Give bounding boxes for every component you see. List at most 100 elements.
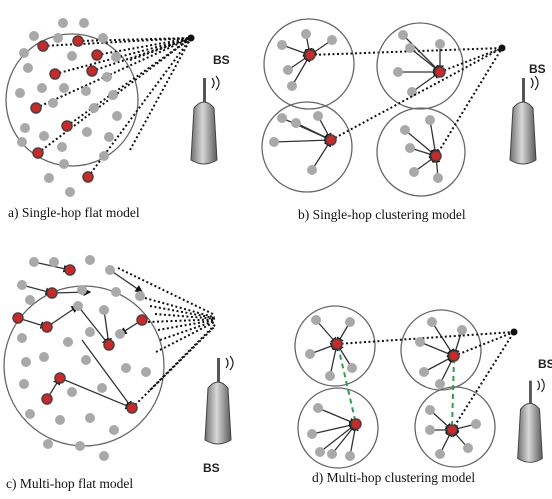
sensor-node bbox=[85, 327, 95, 337]
sensor-node bbox=[58, 18, 68, 28]
caption-b: b) Single-hop clustering model bbox=[298, 207, 466, 222]
intra-cluster-link bbox=[81, 339, 133, 410]
sensor-node bbox=[400, 125, 410, 135]
sensor-node bbox=[21, 357, 31, 367]
data-link-to-bs bbox=[66, 37, 192, 127]
sensor-node bbox=[291, 118, 301, 128]
sensor-node bbox=[435, 39, 445, 49]
sensor-node bbox=[20, 123, 30, 133]
cluster-head-node bbox=[30, 102, 42, 114]
antenna-icon bbox=[537, 378, 545, 393]
sensor-node bbox=[67, 51, 77, 61]
sensor-node bbox=[435, 379, 445, 389]
panel-single-hop-flat bbox=[5, 18, 220, 197]
cluster-head-node bbox=[136, 314, 148, 326]
sensor-node bbox=[425, 405, 435, 415]
base-station-icon bbox=[517, 378, 545, 463]
cluster-head-node bbox=[103, 339, 115, 351]
inter-cluster-hop bbox=[337, 345, 357, 425]
sensor-node bbox=[111, 287, 121, 297]
cluster-head-node bbox=[37, 40, 49, 52]
field-boundary bbox=[5, 33, 139, 167]
sensor-node bbox=[405, 43, 415, 53]
sensor-node bbox=[405, 143, 415, 153]
sensor-node bbox=[287, 81, 297, 91]
cluster-boundary bbox=[263, 18, 355, 110]
sensor-node bbox=[141, 367, 151, 377]
caption-d: d) Multi-hop clustering model bbox=[312, 470, 476, 485]
sensor-node bbox=[471, 419, 481, 429]
cluster-boundary bbox=[294, 305, 376, 387]
data-link-to-bs bbox=[154, 313, 216, 320]
sensor-node bbox=[85, 413, 95, 423]
tower-body bbox=[204, 381, 232, 445]
sensor-node bbox=[277, 40, 287, 50]
sensor-node bbox=[269, 137, 279, 147]
sensor-node bbox=[39, 352, 49, 362]
sensor-node bbox=[435, 449, 445, 459]
sensor-node bbox=[327, 449, 337, 459]
tower-body bbox=[517, 402, 543, 463]
bs-label-b: BS bbox=[529, 62, 546, 76]
sensor-node bbox=[457, 325, 467, 335]
data-link-to-bs bbox=[159, 319, 216, 341]
cluster-head-node bbox=[434, 66, 446, 78]
base-station-icon bbox=[190, 75, 220, 165]
tower-body bbox=[509, 101, 537, 165]
sensor-node bbox=[82, 127, 92, 137]
data-link-to-bs bbox=[435, 47, 503, 157]
sensor-node bbox=[17, 137, 27, 147]
sensor-node bbox=[102, 72, 112, 82]
sensor-node bbox=[97, 383, 107, 393]
sensor-node bbox=[77, 285, 87, 295]
sensor-node bbox=[345, 317, 355, 327]
intra-cluster-link bbox=[409, 47, 442, 73]
cluster-head-node bbox=[325, 134, 337, 146]
cluster-head-node bbox=[41, 393, 53, 405]
panel-multi-hop-clustering bbox=[294, 305, 545, 469]
sensor-node bbox=[105, 265, 115, 275]
sensor-node bbox=[63, 337, 73, 347]
cluster-head-node bbox=[350, 418, 362, 430]
sensor-node bbox=[393, 67, 403, 77]
data-link-to-bs bbox=[129, 37, 192, 151]
antenna-mast bbox=[217, 358, 220, 386]
sensor-node bbox=[57, 142, 67, 152]
intra-cluster-link bbox=[319, 423, 358, 453]
sensor-node bbox=[59, 83, 69, 93]
intra-cluster-link bbox=[46, 305, 80, 328]
sensor-node bbox=[425, 425, 435, 435]
cluster-head-node bbox=[86, 65, 98, 77]
sensor-node bbox=[25, 409, 35, 419]
sensor-node bbox=[65, 187, 75, 197]
sensor-node bbox=[75, 441, 85, 451]
sensor-node bbox=[135, 291, 145, 301]
intra-cluster-link bbox=[109, 269, 144, 293]
sink-point bbox=[187, 34, 195, 42]
sensor-node bbox=[48, 98, 58, 108]
cluster-head-node bbox=[64, 264, 76, 276]
antenna-icon bbox=[225, 355, 234, 371]
intra-cluster-link bbox=[77, 305, 110, 347]
sensor-node bbox=[315, 447, 325, 457]
antenna-mast bbox=[529, 380, 532, 408]
sensor-node bbox=[98, 33, 108, 43]
sensor-node bbox=[345, 451, 355, 461]
sensor-node bbox=[79, 18, 89, 28]
sink-point bbox=[498, 44, 506, 52]
sensor-node bbox=[29, 257, 39, 267]
cluster-head-node bbox=[331, 338, 343, 350]
cluster-head-node bbox=[304, 49, 316, 61]
data-link-to-bs bbox=[54, 37, 192, 75]
sensor-node bbox=[347, 363, 357, 373]
sensor-node bbox=[305, 349, 315, 359]
cluster-head-node bbox=[54, 372, 66, 384]
sensor-node bbox=[111, 52, 121, 62]
cluster-head-node bbox=[82, 171, 94, 183]
sensor-node bbox=[115, 329, 125, 339]
sensor-node bbox=[99, 151, 109, 161]
cluster-head-node bbox=[91, 49, 103, 61]
sensor-node bbox=[25, 295, 35, 305]
intra-cluster-link bbox=[311, 138, 332, 171]
